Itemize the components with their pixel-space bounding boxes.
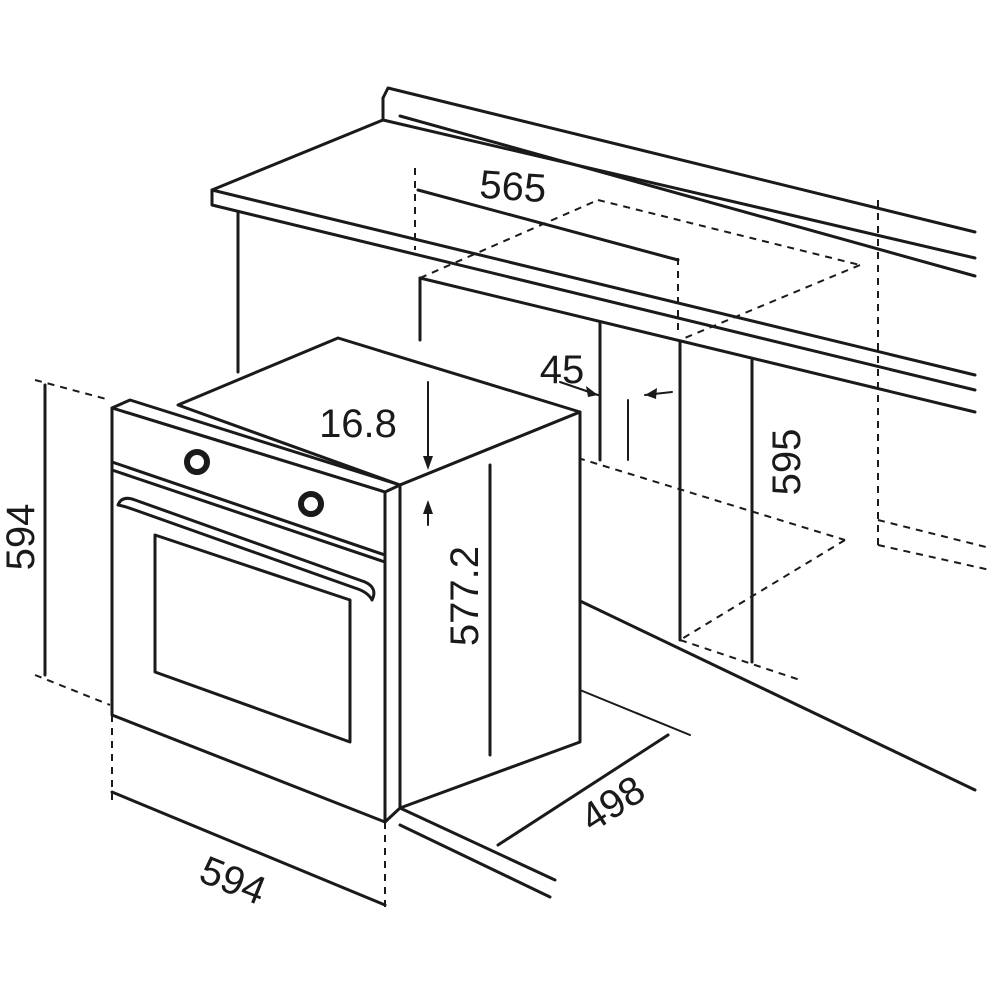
oven bbox=[110, 336, 582, 824]
dim-line-oven-depth bbox=[496, 733, 670, 847]
dim-line-oven-width bbox=[110, 790, 387, 907]
cabinet-front bbox=[236, 210, 977, 899]
label-oven-height: 594 bbox=[0, 504, 43, 571]
control-panel-line bbox=[110, 460, 387, 557]
label-body-height: 577.2 bbox=[443, 546, 487, 646]
countertop bbox=[210, 86, 977, 392]
label-oven-depth: 498 bbox=[573, 767, 653, 840]
label-oven-width: 594 bbox=[194, 848, 272, 914]
oven-window bbox=[153, 533, 352, 744]
dim-line-cutout-width bbox=[416, 188, 680, 262]
cutout-outline bbox=[414, 168, 991, 681]
label-gap: 45 bbox=[540, 348, 585, 392]
door-handle bbox=[116, 496, 376, 602]
label-offset: 16.8 bbox=[319, 402, 397, 446]
knob-left-icon bbox=[184, 449, 210, 475]
countertop-front-edge bbox=[210, 188, 977, 377]
label-cutout-width: 565 bbox=[478, 163, 548, 212]
knob-right-icon bbox=[298, 491, 324, 517]
label-cutout-height: 595 bbox=[765, 429, 809, 496]
